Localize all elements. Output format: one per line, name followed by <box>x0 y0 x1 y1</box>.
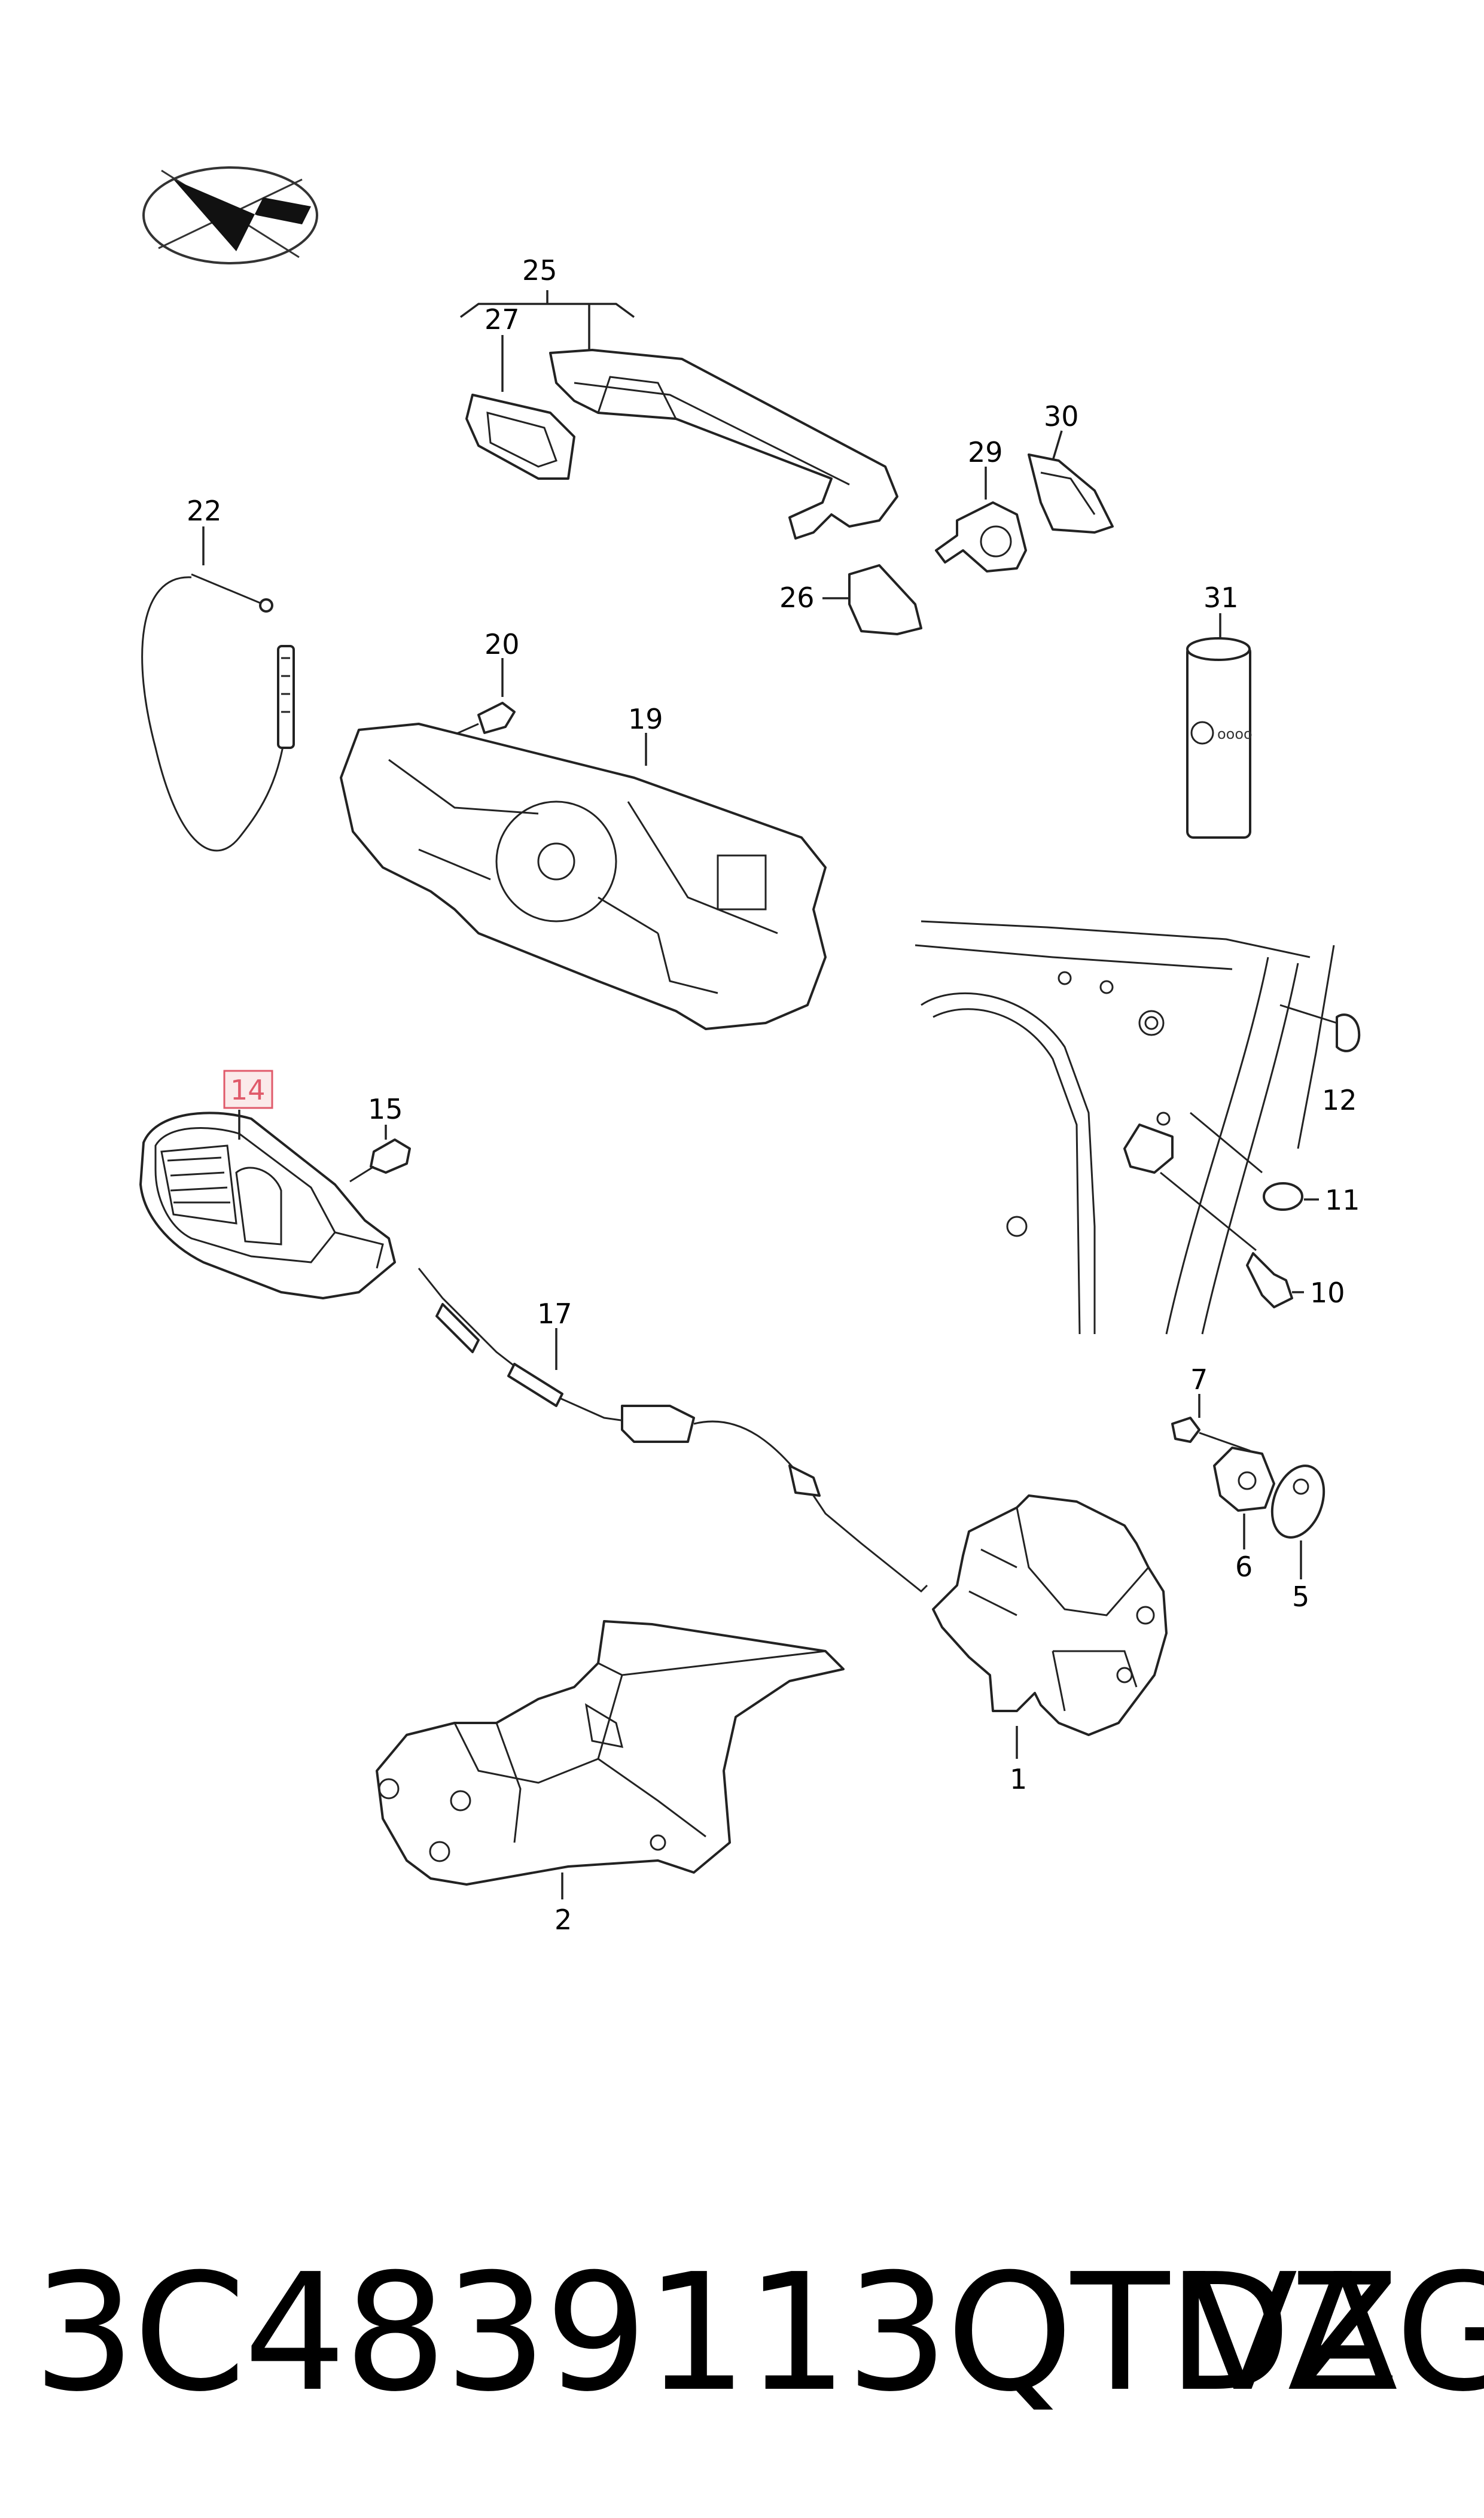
callout-2: 2 <box>554 1904 572 1936</box>
callout-10: 10 <box>1310 1277 1345 1309</box>
handle-gasket <box>465 335 575 480</box>
handle-carrier <box>340 723 827 1030</box>
lock-cylinder-cap <box>1028 430 1114 534</box>
inner-release-cable <box>418 1268 928 1593</box>
callout-31: 31 <box>1203 581 1239 614</box>
bolt-10 <box>1246 1252 1304 1308</box>
bolt-7 <box>1171 1394 1251 1452</box>
callout-15: 15 <box>368 1093 403 1125</box>
callout-17: 17 <box>537 1298 572 1330</box>
door-lock-module <box>932 1494 1168 1759</box>
handle-cable <box>141 526 295 852</box>
callout-5: 5 <box>1292 1581 1309 1613</box>
callout-25: 25 <box>522 254 557 287</box>
callout-26: 26 <box>779 581 815 614</box>
callout-19: 19 <box>628 703 663 735</box>
callout-14: 14 <box>230 1074 266 1106</box>
trim-cover <box>822 564 922 635</box>
handle-screw <box>349 1125 411 1183</box>
inner-bracket <box>376 1620 845 1899</box>
inner-door-handle <box>139 1110 396 1299</box>
callout-1: 1 <box>1010 1763 1027 1795</box>
svg-text:oooo: oooo <box>1217 726 1253 742</box>
plug-12 <box>1336 1013 1361 1052</box>
cover-5 <box>1270 1464 1325 1579</box>
bracket-screw <box>451 658 516 737</box>
brand-name: VAG <box>1187 2239 1484 2427</box>
callout-12: 12 <box>1322 1084 1357 1116</box>
callout-30: 30 <box>1044 400 1079 433</box>
lubricant-can: oooo <box>1186 613 1253 839</box>
outer-door-handle <box>459 290 898 540</box>
callout-11: 11 <box>1325 1184 1360 1216</box>
callout-20: 20 <box>484 628 520 660</box>
lock-bracket <box>935 467 1027 573</box>
plug-11 <box>1263 1182 1319 1211</box>
callout-6: 6 <box>1235 1551 1253 1583</box>
washer-6 <box>1213 1447 1275 1549</box>
door-panel <box>915 920 1337 1335</box>
callout-29: 29 <box>968 436 1003 468</box>
part-number: 3C4839113QTDZ <box>33 2239 1400 2427</box>
orientation-logo-icon <box>142 166 318 264</box>
callout-27: 27 <box>484 303 520 336</box>
callout-7: 7 <box>1190 1363 1208 1396</box>
highlight-box-14 <box>223 1070 273 1109</box>
callout-22: 22 <box>187 495 222 527</box>
